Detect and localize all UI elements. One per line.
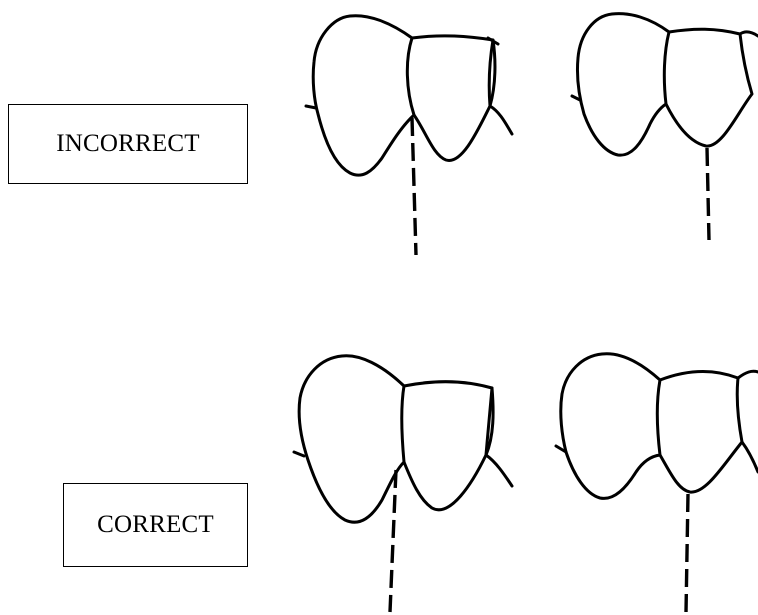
incorrect-left-axis-line (412, 118, 416, 255)
correct-right-middle-crown (660, 371, 742, 492)
incorrect-tooth-drawing-right (572, 14, 758, 240)
correct-left-axis-line (390, 470, 396, 612)
correct-tooth-drawing-right (556, 354, 758, 612)
incorrect-left-edge-crown (490, 40, 512, 134)
correct-tooth-drawing-left (294, 356, 512, 612)
correct-right-axis-line (686, 494, 688, 612)
incorrect-left-large-crown (313, 16, 414, 175)
correct-left-middle-crown (404, 382, 492, 510)
correct-left-large-crown (299, 356, 404, 522)
incorrect-right-middle-crown (666, 29, 752, 146)
correct-right-large-crown (561, 354, 660, 499)
incorrect-tooth-drawing-left (306, 16, 512, 255)
incorrect-right-axis-line (707, 148, 709, 240)
incorrect-right-large-crown (577, 14, 669, 156)
incorrect-left-middle-crown (412, 36, 493, 161)
